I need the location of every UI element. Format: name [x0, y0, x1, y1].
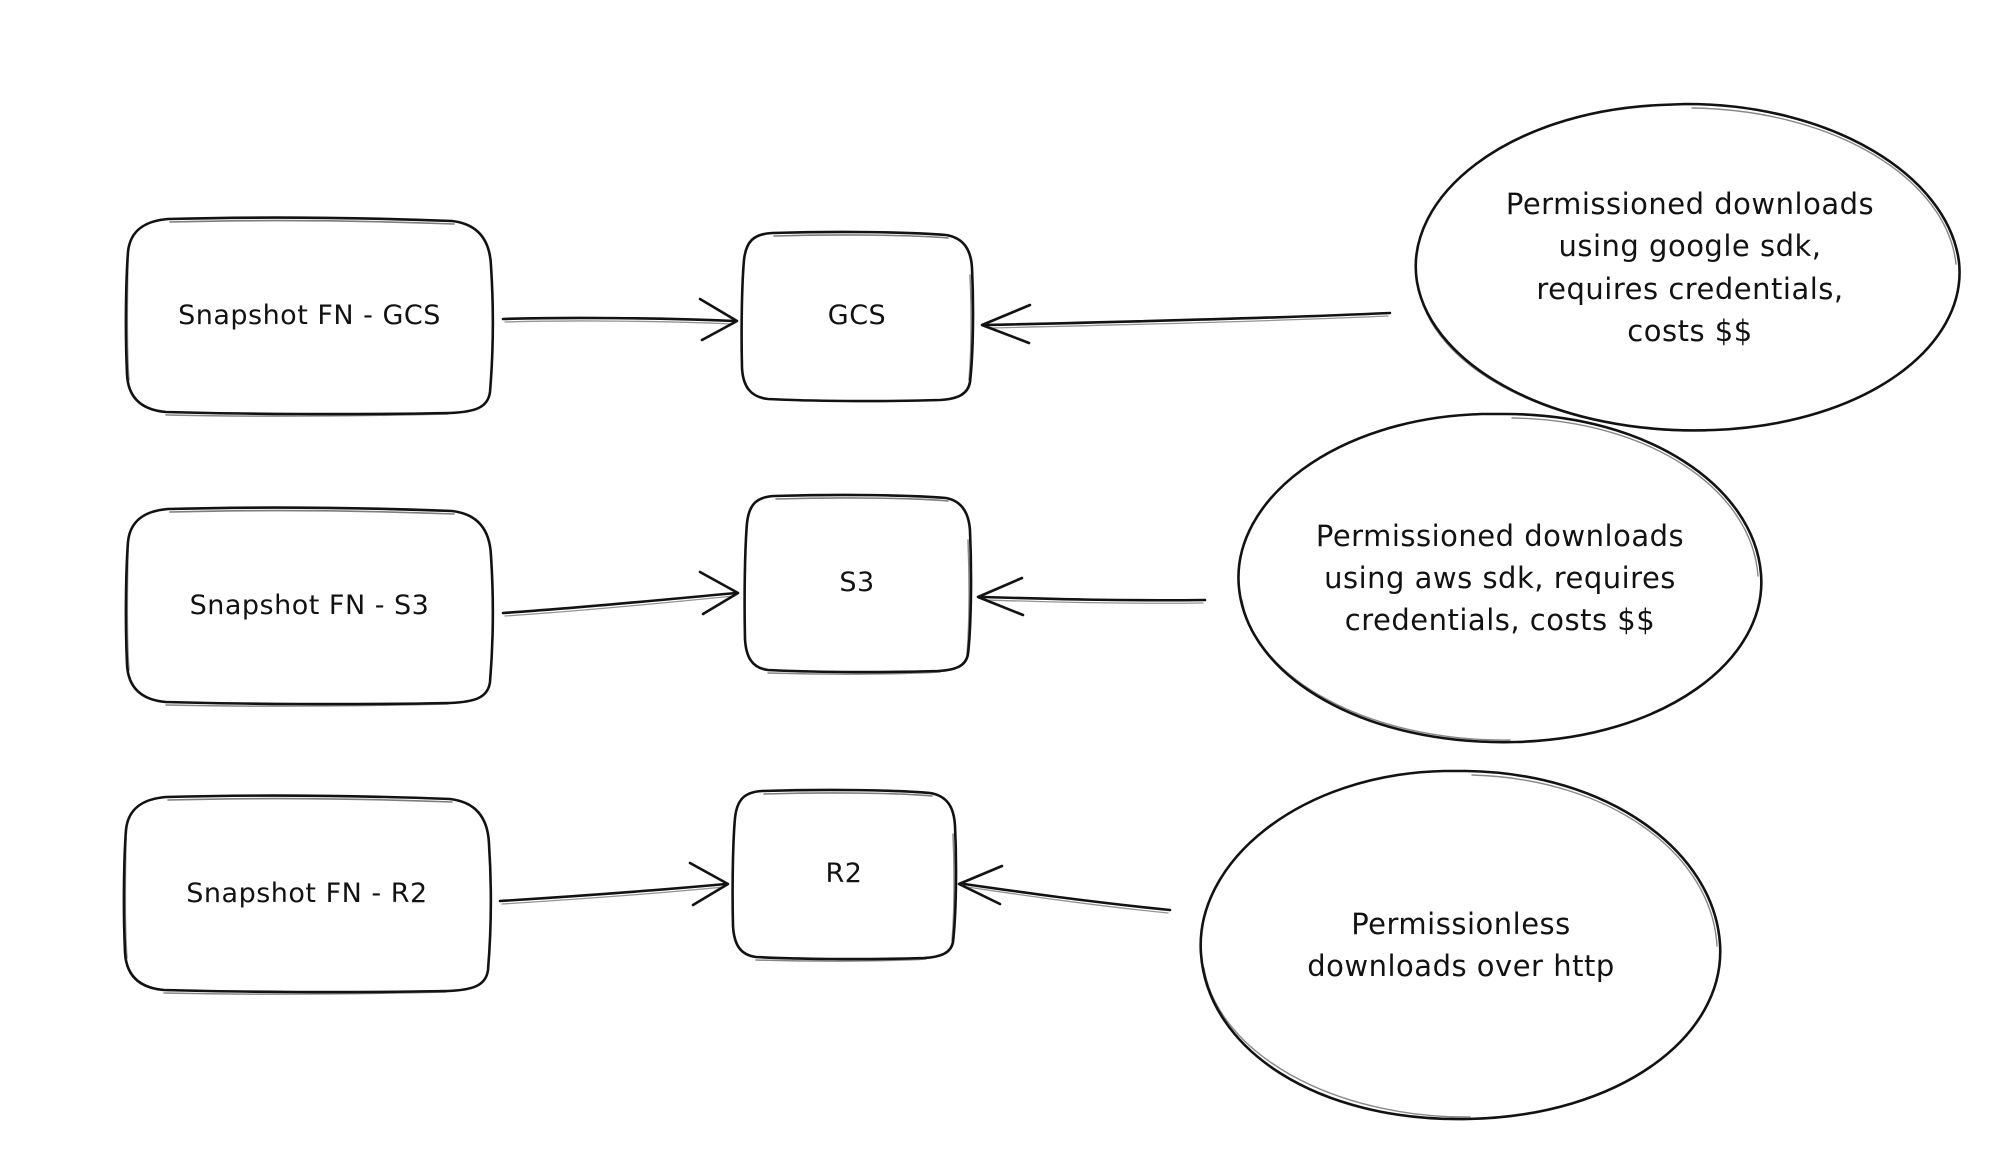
node-snapshot-fn-s3-shape [124, 506, 495, 707]
edge-snapshot-r2-to-r2 [498, 861, 730, 907]
node-gcs-shape [740, 230, 975, 403]
edge-note-gcs-to-gcs [980, 303, 1392, 345]
note-s3-shape [1237, 412, 1763, 744]
edge-snapshot-s3-to-s3 [501, 570, 740, 617]
note-r2-shape [1199, 769, 1722, 1121]
edge-snapshot-gcs-to-gcs [501, 297, 739, 342]
node-s3-shape [743, 493, 973, 675]
note-gcs-shape [1414, 102, 1961, 432]
node-snapshot-fn-gcs-shape [124, 216, 495, 417]
node-r2-shape [731, 788, 958, 962]
node-snapshot-fn-r2-shape [122, 794, 493, 995]
edge-note-r2-to-r2 [957, 864, 1172, 914]
edge-note-s3-to-s3 [976, 576, 1207, 617]
